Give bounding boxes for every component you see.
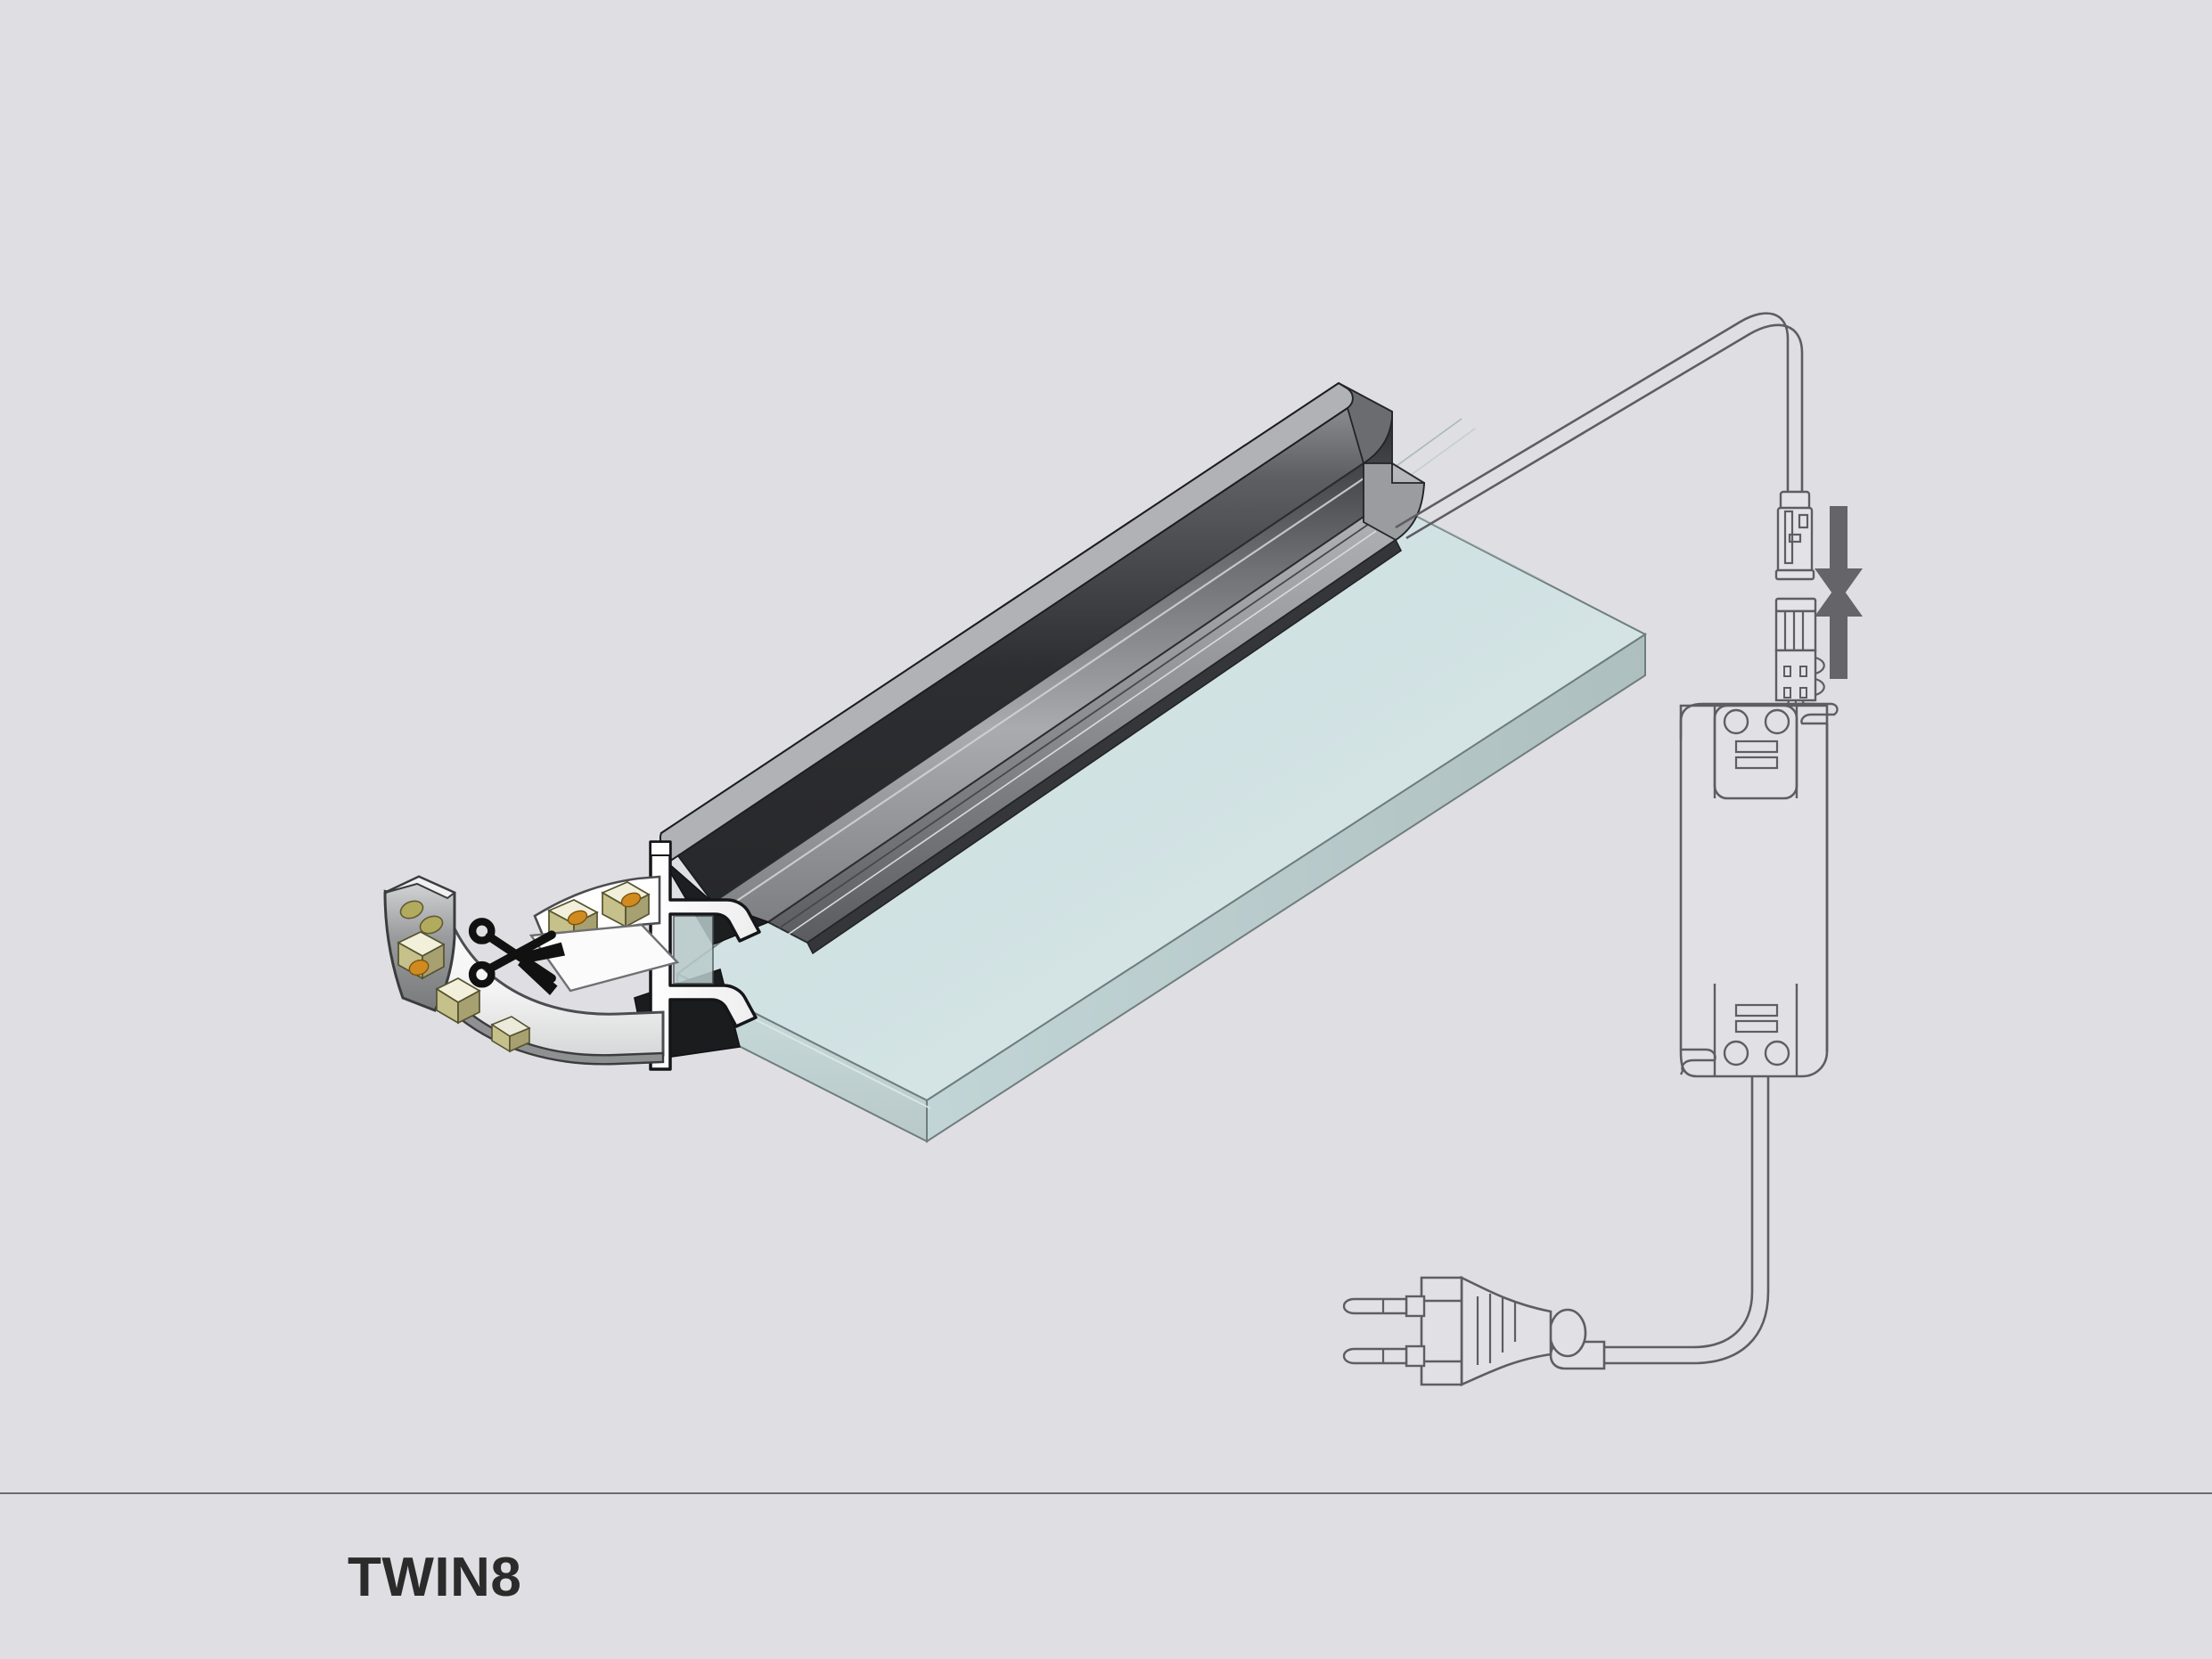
led-strip (383, 875, 680, 1066)
endcap-cross-section (649, 840, 761, 1071)
profile-groove-1 (778, 523, 1370, 929)
connector-lower-terminal-block (1774, 609, 1817, 652)
endcap-top-nose (650, 841, 671, 856)
driver-terminal-plate-top-edges (1713, 706, 1798, 798)
connector-upper-slot-right (1798, 513, 1809, 529)
connector-lower-pin-hole (1799, 687, 1807, 699)
plug-pin-base (1405, 1344, 1426, 1368)
endcap-glass-slot (673, 915, 714, 985)
page-title: TWIN8 (348, 1547, 522, 1608)
connector-plug-upper (1774, 490, 1815, 581)
driver-mount-notch-bottom-left (1679, 1048, 1716, 1075)
driver-vent-slot (1734, 756, 1779, 770)
aluminium-profile (660, 381, 1426, 955)
driver-body-top-outline (1679, 702, 1815, 740)
connector-lower-terminal-fins (1783, 611, 1805, 650)
driver-vent-slot (1734, 1003, 1779, 1017)
plug-pin (1342, 1347, 1408, 1365)
led-adhesive-liner (528, 923, 680, 993)
led-strip-head-top (384, 875, 456, 900)
scissors-icon (468, 918, 565, 996)
connector-upper-slot-left (1783, 510, 1794, 565)
driver-screw-hole (1723, 708, 1749, 735)
driver-screw-hole (1723, 1040, 1749, 1066)
connector-lower-pin-hole (1799, 666, 1807, 677)
driver-body (1679, 704, 1829, 1078)
plug-strain-relief (1548, 1308, 1587, 1358)
driver-terminal-plate-bottom-edges (1713, 984, 1798, 1076)
led-chip (601, 881, 651, 928)
plug-taper (1460, 1275, 1552, 1387)
join-arrows-icon (1815, 506, 1863, 679)
cable-core-b (1405, 323, 1804, 540)
connector-lower-latch-upper (1815, 656, 1825, 675)
plug-front-block (1420, 1276, 1463, 1386)
mains-cable-core-a (1604, 1076, 1754, 1349)
driver-vent-slot (1734, 1019, 1779, 1034)
connector-lower-body (1774, 649, 1817, 702)
led-chip (397, 931, 446, 980)
led-solder-pad (419, 915, 444, 935)
cable-core-a (1395, 312, 1790, 529)
arrow-down-icon (1815, 506, 1863, 602)
plug-pin-base (1405, 1295, 1426, 1318)
profile-highlight-band (723, 474, 1370, 911)
driver-vent-slot (1734, 740, 1779, 754)
led-chip (435, 977, 481, 1025)
driver-mount-notch-top-right (1795, 702, 1839, 725)
led-solder-pad (399, 900, 424, 919)
plug-pin (1342, 1297, 1408, 1315)
profile-flange-underside (806, 538, 1403, 955)
driver-screw-hole (1764, 708, 1790, 735)
led-driver (1679, 702, 1839, 1078)
glass-right-edge (926, 633, 1646, 1143)
mains-plug-europlug (1342, 1275, 1606, 1387)
driver-screw-hole (1764, 1040, 1790, 1066)
plug-front-block-lines (1421, 1299, 1462, 1363)
footer-divider (0, 1492, 2212, 1494)
arrow-up-icon (1815, 583, 1863, 679)
connector-upper-latch-window (1788, 533, 1802, 543)
mains-cable-core-b (1604, 1076, 1770, 1365)
connector-lower-latch-lower (1815, 677, 1825, 697)
profile-groove-2 (787, 530, 1377, 936)
connector-lower-pin-hole (1783, 687, 1791, 699)
led-output-cable (1395, 312, 1804, 540)
plug-grip-ribs (1476, 1294, 1517, 1365)
led-chip (490, 1016, 531, 1053)
connector-lower-rim (1774, 597, 1817, 613)
mains-cable (1604, 1076, 1770, 1365)
connector-upper-foot (1774, 568, 1815, 581)
connector-lower-pin-hole (1783, 666, 1791, 677)
